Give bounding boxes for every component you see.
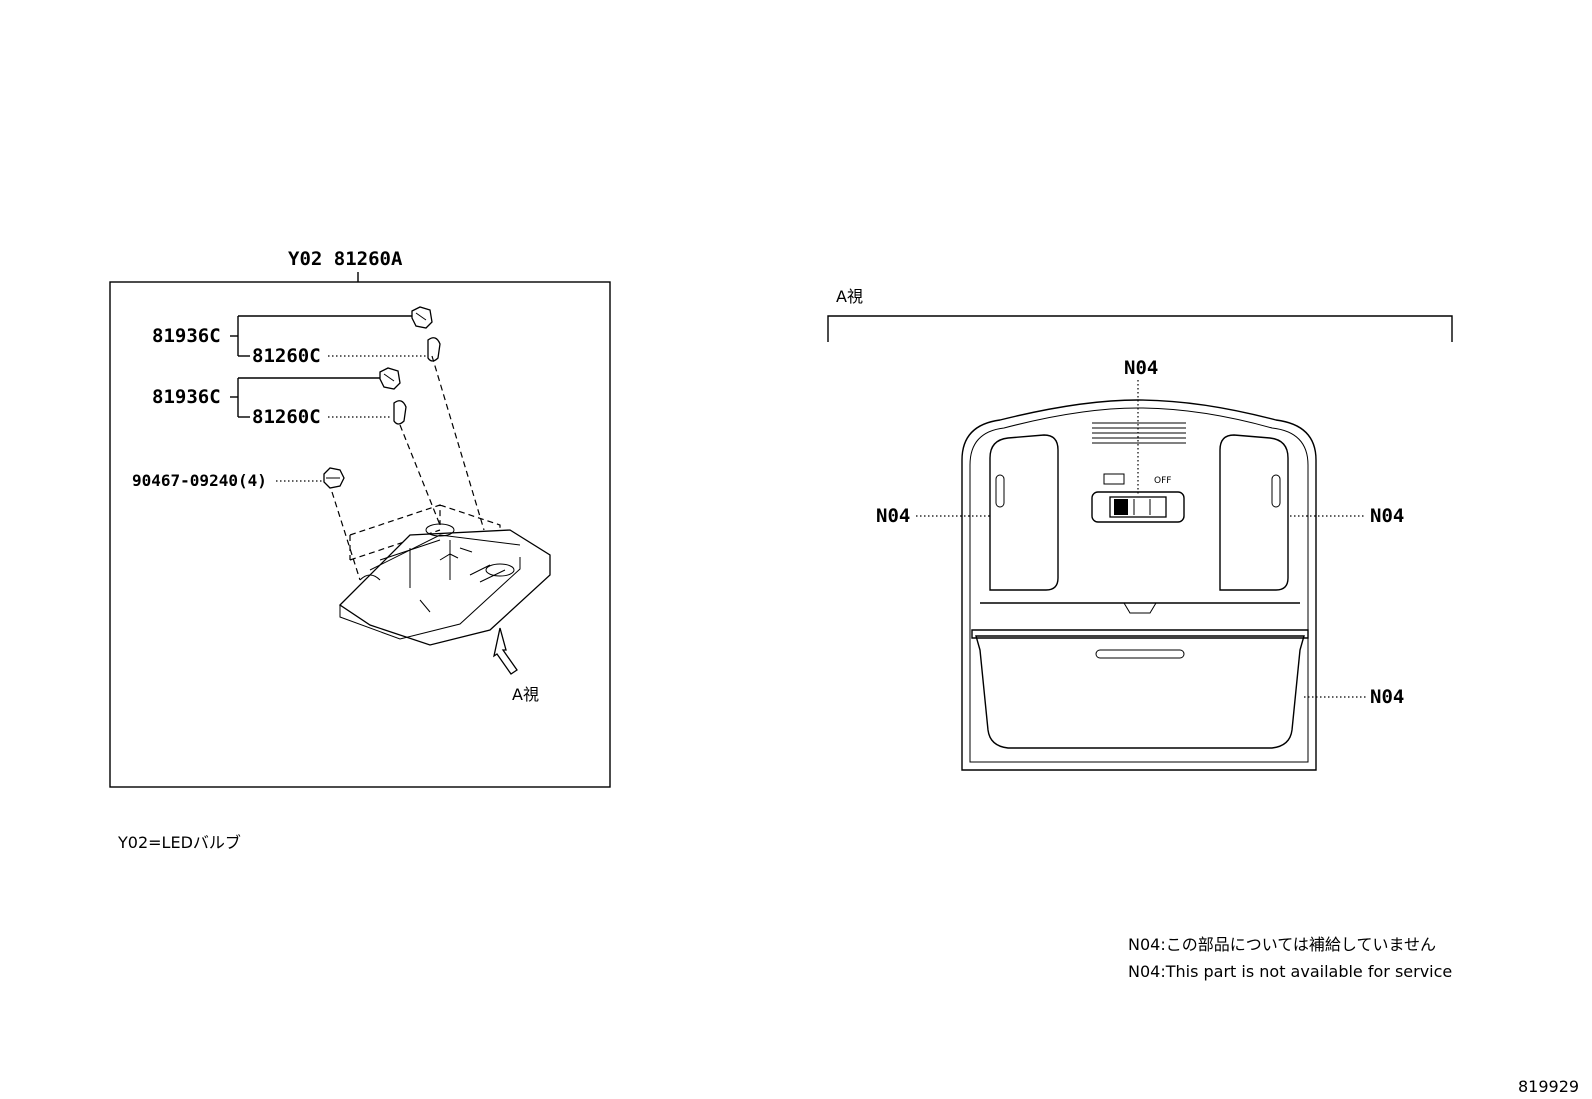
view-bracket: [827, 315, 1453, 342]
view-arrow-icon: [493, 627, 518, 675]
sunglass-holder: [971, 602, 1309, 749]
note-n04-japanese: N04:この部品については補給していません: [1128, 935, 1436, 954]
callout-n04-right-lens: N04: [1370, 505, 1404, 527]
overhead-console: OFF: [961, 399, 1317, 771]
view-title: A視: [836, 287, 863, 306]
bulb-part-top: [427, 337, 441, 362]
assembly-label: Y02 81260A: [288, 248, 403, 270]
callout-81260c-mid: 81260C: [252, 406, 321, 428]
legend-y02: Y02=LEDバルブ: [117, 833, 241, 852]
callout-n04-switch: N04: [1124, 357, 1158, 379]
socket-part-top: [411, 306, 433, 329]
callout-81936c-top: 81936C: [152, 325, 221, 347]
view-marker-left: A視: [512, 685, 539, 704]
callout-81260c-top: 81260C: [252, 345, 321, 367]
switch-off-label: OFF: [1154, 476, 1171, 486]
right-view-a: A視: [827, 287, 1453, 771]
lamp-switch: OFF: [1091, 473, 1185, 523]
assembly-frame: [109, 281, 611, 788]
right-lamp-lens: [1219, 434, 1289, 591]
socket-part-mid: [379, 367, 401, 390]
callout-81936c-mid: 81936C: [152, 386, 221, 408]
callout-n04-holder: N04: [1370, 686, 1404, 708]
figure-id: 819929: [1518, 1077, 1579, 1096]
note-n04-english: N04:This part is not available for servi…: [1128, 962, 1452, 981]
bulb-part-mid: [393, 400, 407, 425]
callout-clip: 90467-09240(4): [132, 471, 267, 490]
left-exploded-view: Y02 81260A 81936C 81260C 81936C 81260C 9…: [109, 248, 611, 788]
left-lamp-lens: [989, 434, 1059, 591]
lamp-assembly: [338, 523, 551, 646]
callout-n04-left-lens: N04: [876, 505, 910, 527]
clip-part: [323, 467, 345, 489]
vent-grille: [1092, 422, 1186, 444]
